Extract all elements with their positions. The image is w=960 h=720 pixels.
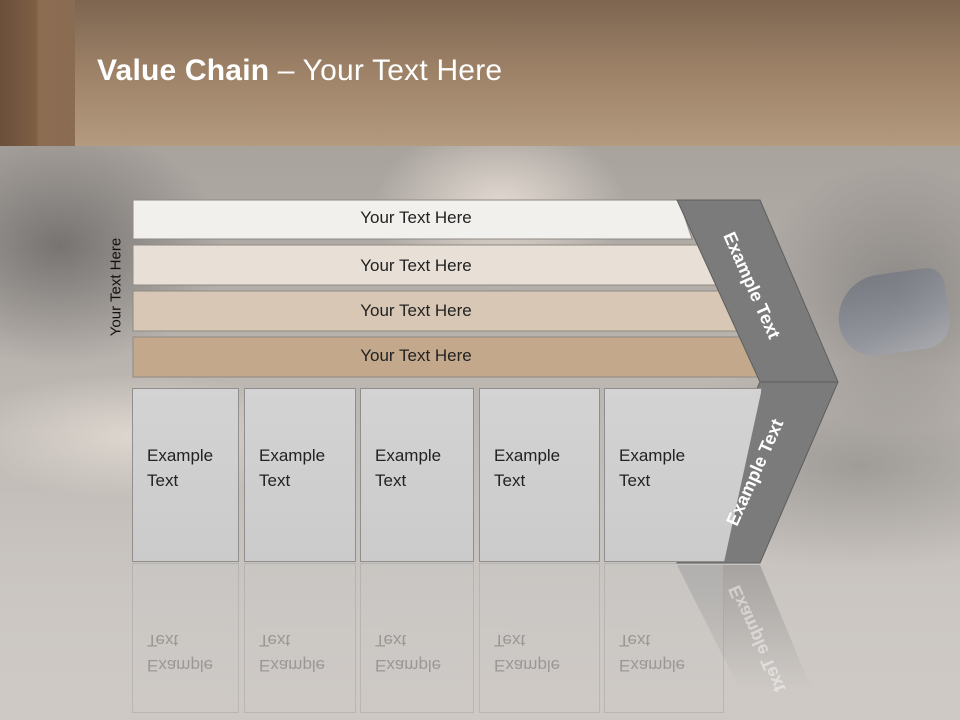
background-fade [0, 560, 960, 720]
column-2-label: Example Text [259, 446, 326, 490]
column-5-label: Example Text [619, 446, 686, 490]
title-bold: Value Chain [97, 54, 270, 87]
bar-2-label: Your Text Here [360, 256, 472, 275]
column-4-label: Example Text [494, 446, 561, 490]
column-4: Example Text [479, 388, 600, 562]
column-3: Example Text [360, 388, 474, 562]
bar-4-label: Your Text Here [360, 346, 472, 365]
bar-1-label: Your Text Here [360, 208, 472, 227]
header-band: Value Chain – Your Text Here [0, 0, 960, 146]
column-1: Example Text [132, 388, 239, 562]
bar-3-label: Your Text Here [360, 301, 472, 320]
bar-1-shape [132, 199, 693, 240]
chevron-reflection [677, 565, 812, 690]
header-accent-stripe [0, 0, 75, 146]
slide-title: Value Chain – Your Text Here [97, 54, 502, 88]
column-5: Example Text [604, 388, 762, 562]
column-1-label: Example Text [147, 446, 214, 490]
title-rest: – Your Text Here [269, 54, 503, 87]
column-3-label: Example Text [375, 446, 442, 490]
column-2: Example Text [244, 388, 356, 562]
